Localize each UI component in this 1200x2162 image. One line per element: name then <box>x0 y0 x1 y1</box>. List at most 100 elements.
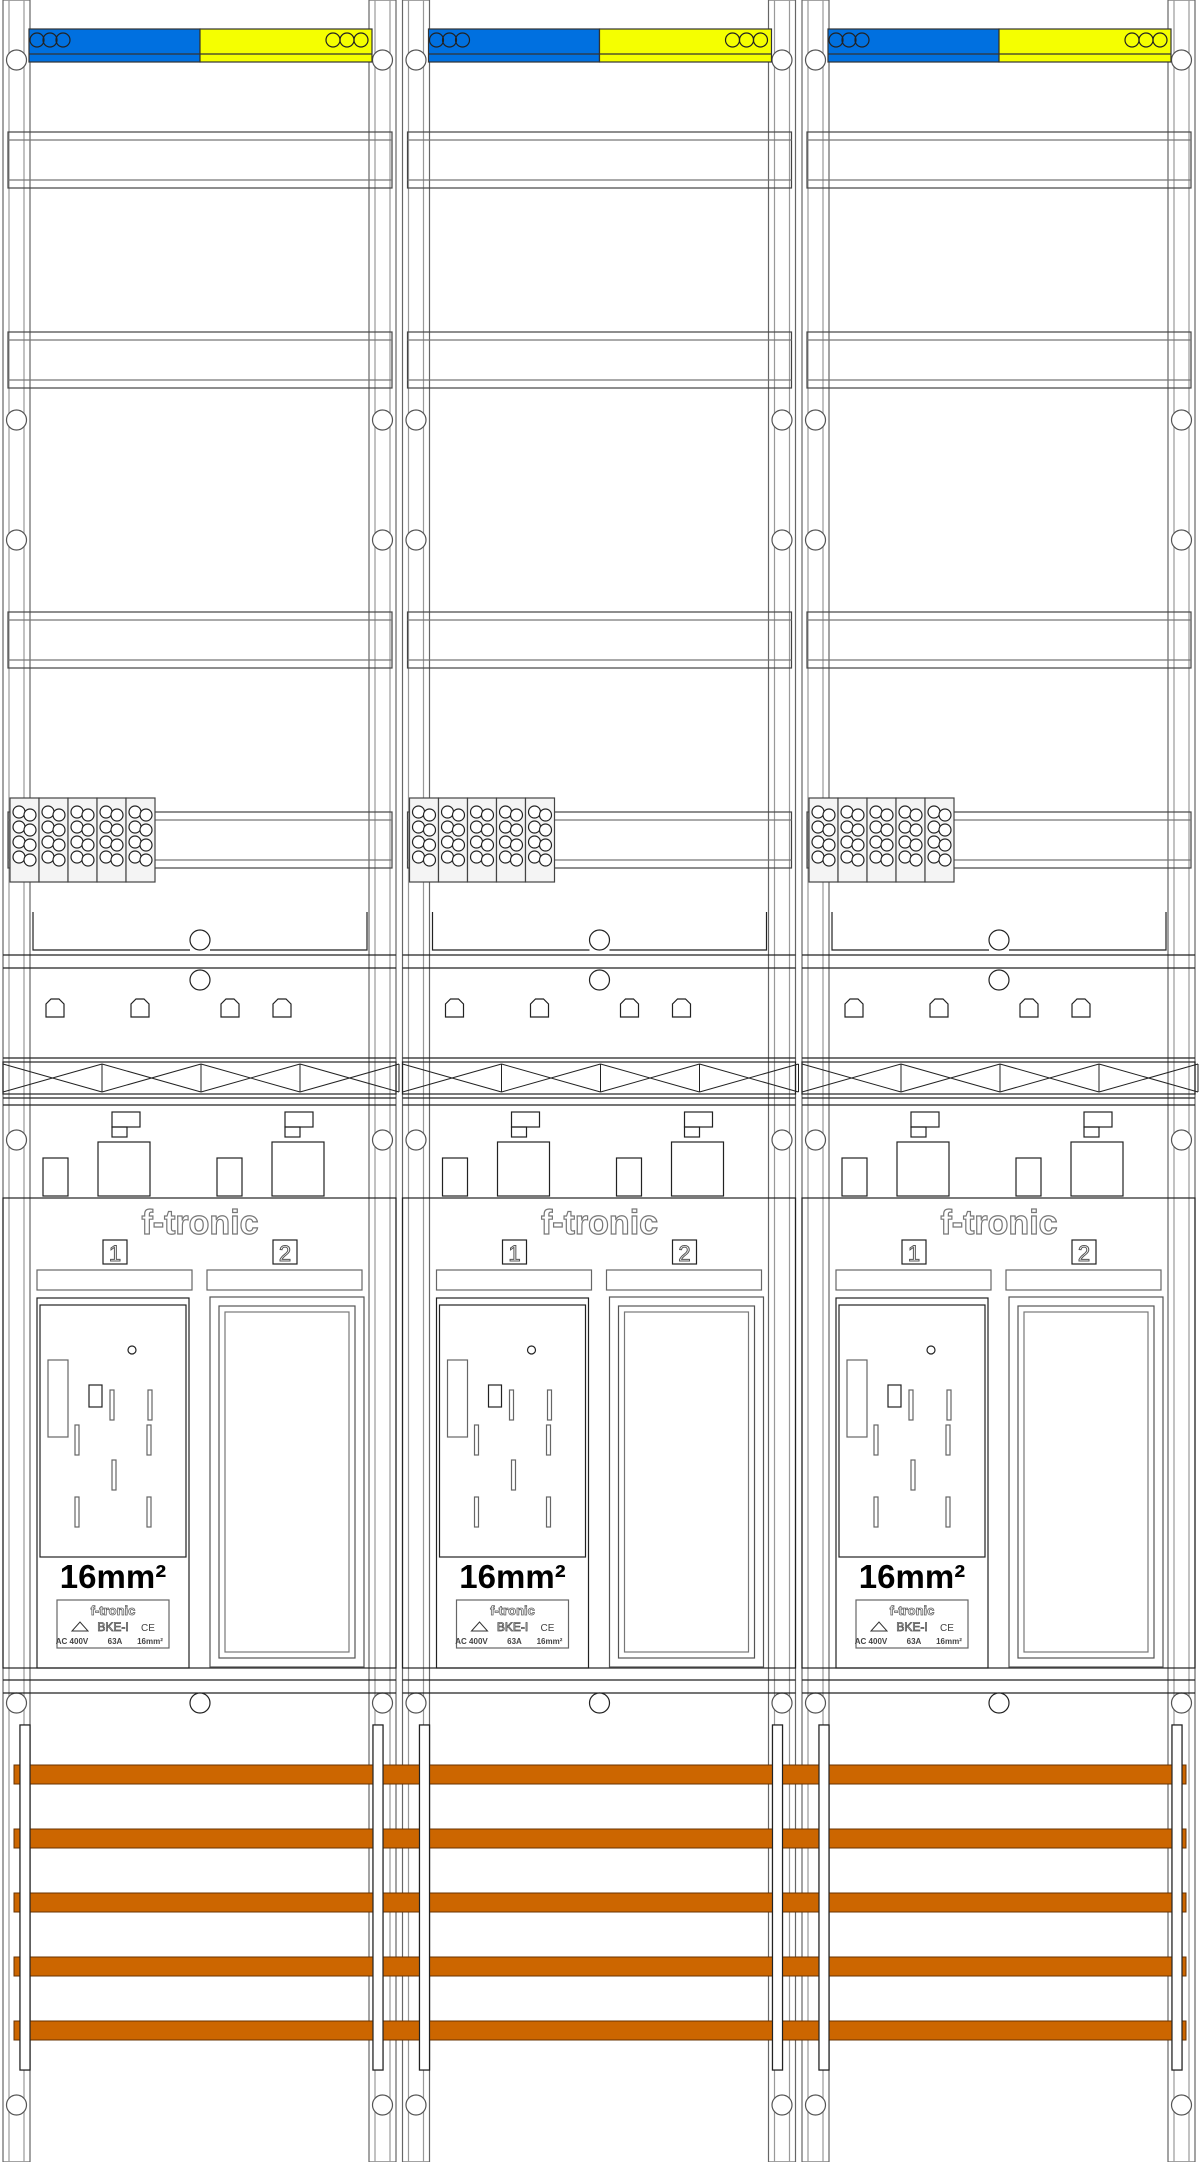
mounting-hole <box>405 1692 427 1714</box>
busbar-3 <box>13 1892 1187 1913</box>
breaker-cross-section: 16mm² <box>936 1637 962 1646</box>
terminal-hole <box>811 850 825 864</box>
slot-number-box <box>272 1239 298 1265</box>
terminal-hole <box>41 820 55 834</box>
din-rail-2 <box>7 331 393 389</box>
terminal-hole <box>70 850 84 864</box>
mounting-hole <box>771 1692 793 1714</box>
mounting-hole <box>405 2094 427 2116</box>
terminal-hole <box>851 823 865 837</box>
din-rail-2 <box>806 331 1192 389</box>
earth-terminal-screw <box>1152 32 1168 48</box>
breaker-slot <box>473 1424 480 1456</box>
rating-plate <box>855 1599 969 1649</box>
terminal-hole <box>451 808 466 822</box>
center-hole <box>988 929 1010 951</box>
terminal-hole <box>898 820 912 834</box>
truss-bar <box>2 1061 397 1095</box>
terminal-hole <box>498 850 513 864</box>
center-hole <box>189 929 211 951</box>
terminal-hole <box>811 820 825 834</box>
breaker-body <box>835 1297 989 1669</box>
terminal-hole <box>128 850 142 864</box>
neutral-terminal-screw <box>828 32 844 48</box>
breaker-slot <box>546 1389 553 1421</box>
center-hole <box>588 929 611 951</box>
slot-number-box <box>102 1239 128 1265</box>
terminal-hole <box>23 808 37 822</box>
breaker-part <box>47 1359 69 1438</box>
cable-entry <box>1015 1157 1042 1197</box>
terminal-hole <box>527 850 542 864</box>
center-hole <box>189 969 211 991</box>
ce-mark: CE <box>141 1623 155 1634</box>
terminal-hole <box>411 820 426 834</box>
vde-mark-icon <box>869 1621 889 1632</box>
terminal-hole <box>451 838 466 852</box>
center-hole <box>189 1692 211 1714</box>
breaker-current: 63A <box>907 1637 922 1646</box>
terminal-hole <box>411 850 426 864</box>
breaker-current: 63A <box>507 1637 522 1646</box>
busbar-support <box>1171 1724 1183 2071</box>
clip-slot <box>929 998 949 1018</box>
slot-number-1: 1 <box>508 1241 520 1266</box>
terminal-hole <box>927 835 941 849</box>
slot-number-box <box>671 1239 698 1265</box>
empty-slot-inner <box>617 1305 756 1659</box>
breaker-cross-section: 16mm² <box>537 1637 563 1646</box>
din-rail-4 <box>806 811 1192 869</box>
mounting-hole <box>371 529 394 551</box>
mounting-hole <box>804 2094 827 2116</box>
terminal-hole <box>128 835 142 849</box>
terminal-hole <box>422 823 437 837</box>
slot-number-2: 2 <box>678 1241 690 1266</box>
terminal-hole <box>23 823 37 837</box>
empty-slot-inner <box>623 1311 750 1653</box>
clip-slot <box>671 998 692 1018</box>
mounting-hole <box>371 1692 394 1714</box>
terminal-hole <box>52 838 66 852</box>
empty-slot-inner <box>224 1311 350 1653</box>
connector-tab <box>111 1126 128 1138</box>
earth-bar <box>998 28 1172 63</box>
neutral-bar <box>427 28 601 63</box>
breaker-cross-section: 16mm² <box>137 1637 163 1646</box>
terminal-hole <box>81 808 95 822</box>
slot-number-2: 2 <box>1078 1241 1090 1266</box>
din-rail-4 <box>7 811 393 869</box>
terminal-hole <box>139 838 153 852</box>
terminal-hole <box>840 835 854 849</box>
cable-entry <box>841 1157 868 1197</box>
ce-mark: CE <box>541 1623 555 1634</box>
mounting-hole <box>804 1129 827 1151</box>
terminal-hole <box>498 820 513 834</box>
terminal-hole <box>41 835 55 849</box>
terminal-hole <box>110 823 124 837</box>
neutral-terminal-screw <box>42 32 58 48</box>
breaker-slot <box>510 1459 517 1491</box>
neutral-terminal-screw <box>854 32 870 48</box>
terminal-hole <box>128 805 142 819</box>
din-rail-3 <box>806 611 1192 669</box>
earth-terminal-screw <box>353 32 369 48</box>
terminal-hole <box>527 835 542 849</box>
terminal-hole <box>12 835 26 849</box>
terminal-hole <box>840 820 854 834</box>
breaker-size-label: 16mm² <box>459 1558 565 1595</box>
mounting-hole <box>5 2094 28 2116</box>
mounting-hole <box>771 529 793 551</box>
terminal-hole <box>898 850 912 864</box>
breaker-slot <box>146 1424 152 1456</box>
breaker-slot <box>945 1496 951 1528</box>
terminal-hole <box>880 838 894 852</box>
breaker-slot <box>873 1424 879 1456</box>
breaker-part <box>88 1384 103 1408</box>
terminal-hole <box>938 823 952 837</box>
terminal-hole <box>869 805 883 819</box>
empty-slot-inner <box>218 1305 356 1659</box>
rating-plate <box>455 1599 570 1649</box>
